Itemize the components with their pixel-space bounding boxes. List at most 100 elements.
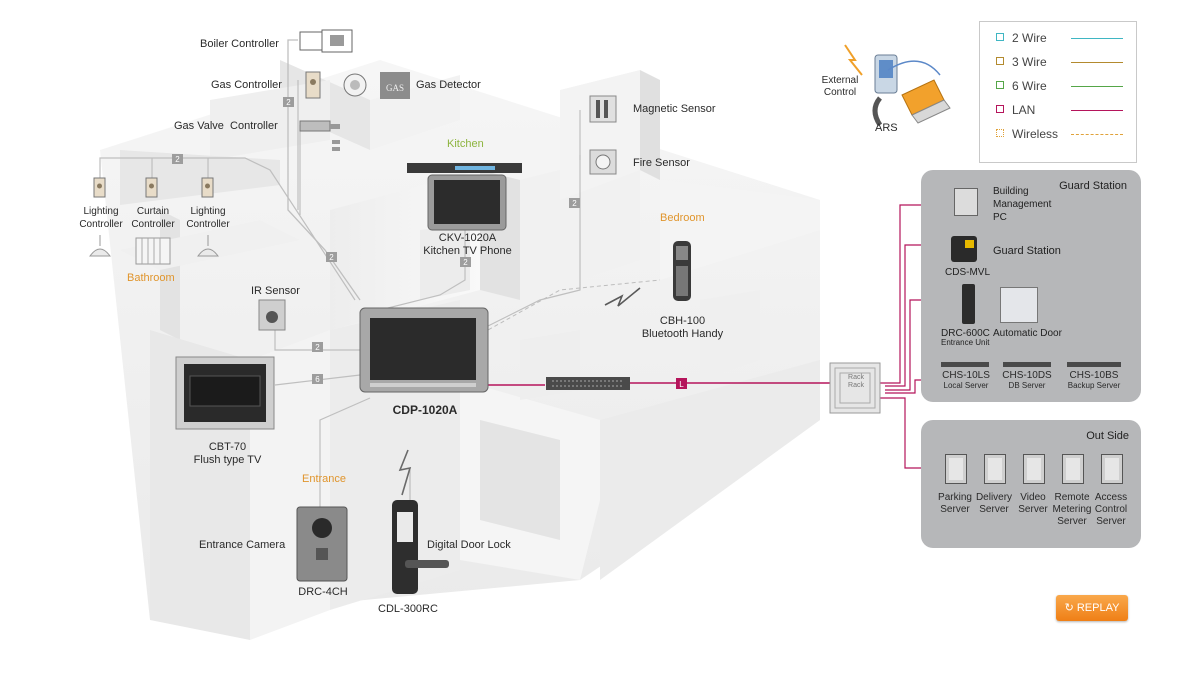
server-model: CHS-10DS [1002,370,1052,381]
legend-label: 2 Wire [1012,31,1047,45]
automatic-door-icon [1000,287,1038,323]
wire-badge-label: 2 [175,155,180,164]
replay-button[interactable]: ↻ REPLAY [1056,595,1128,621]
entrance-camera-model-label: DRC-4CH [298,586,348,598]
guard-server: CHS-10DS DB Server [1002,370,1052,390]
room-entrance-label: Entrance [302,473,347,485]
room-bathroom-label: Bathroom [127,272,175,284]
laptop-icon [901,79,951,124]
lan-badge [676,378,687,389]
wireless-bolt-icon [604,287,641,307]
main-unit-icon [359,307,489,393]
wire-badge-label: 2 [286,98,291,107]
ir-sensor-label: IR Sensor [251,285,300,297]
legend-line [1071,38,1123,39]
guard-server: CHS-10LS Local Server [941,370,991,390]
legend-line [1071,62,1123,63]
wireless-bolt-icon [398,449,412,496]
legend-label: 6 Wire [1012,79,1047,93]
wire-badge-label: 2 [329,253,334,262]
legend-swatch-icon [996,81,1004,89]
wire-badge [312,342,323,352]
bluetooth-handy-icon [673,241,691,301]
legend-item: LAN [996,103,1035,117]
server-tower-icon [984,454,1006,484]
gas-valve-controller-icon [299,120,340,151]
guard-station-title: Guard Station [1059,180,1127,192]
boiler-controller-icon [299,29,353,53]
entrance-unit-label: Entrance Unit [941,338,990,347]
legend-item: Wireless [996,127,1058,141]
replay-label: REPLAY [1076,602,1120,614]
entrance-camera-label: Entrance Camera [199,539,286,551]
legend-label: LAN [1012,103,1036,117]
replay-icon: ↻ [1064,602,1074,614]
magnetic-sensor-icon [589,95,617,123]
entrance-camera-icon [296,506,348,582]
server-model: CHS-10LS [942,370,990,381]
wire-badge-label: 2 [463,258,468,267]
server-tower-icon [1023,454,1045,484]
guard-station-phone-icon [951,236,977,262]
fire-sensor-label: Fire Sensor [633,157,690,169]
gas-detector-badge: GAS [386,83,404,93]
lan-badge-label: L [679,380,684,389]
gas-detector-icon [343,72,410,99]
legend-label: 3 Wire [1012,55,1047,69]
legend-item: 3 Wire [996,55,1047,69]
legend-swatch-icon [996,129,1004,137]
server-tower-icon [1062,454,1084,484]
server-tower-icon [1101,454,1123,484]
wire-badge [569,198,580,208]
building-pc-icon [954,188,978,216]
legend-line [1071,134,1123,135]
wire-badge [172,154,183,164]
ir-sensor-icon [258,299,286,331]
rack-icon [829,362,881,414]
wire-badge-label: 6 [315,375,320,384]
kitchen-tv-phone-icon [407,163,522,231]
room-bedroom-label: Bedroom [660,212,705,224]
curtain-controller-icon [145,177,158,198]
outside-title: Out Side [1086,430,1129,442]
magnetic-sensor-label: Magnetic Sensor [633,103,716,115]
lamp-icon [197,235,219,257]
guard-server: CHS-10BS Backup Server [1064,370,1124,390]
wire-badge [312,374,323,384]
legend-line [1071,86,1123,87]
lamp-icon [89,235,111,257]
server-desc: DB Server [1008,381,1046,390]
flush-tv-icon [175,356,275,430]
server-desc: Backup Server [1067,381,1121,390]
legend-swatch-icon [996,33,1004,41]
legend-swatch-icon [996,57,1004,65]
server-model: CHS-10BS [1069,370,1119,381]
guard-station-panel: Guard Station Building Management PC Gua… [921,170,1141,402]
wire-badge-label: 2 [315,343,320,352]
server-rack-row [941,362,1131,368]
floor-plan [100,60,820,640]
entrance-unit-icon [962,284,975,324]
legend-swatch-icon [996,105,1004,113]
external-pda-icon [874,54,898,94]
phone-handset-icon [872,96,883,127]
legend-line [1071,110,1123,111]
wire-badge-label: 2 [572,199,577,208]
building-pc-label: Building Management PC [993,186,1052,223]
room-kitchen-label: Kitchen [447,138,484,150]
network-switch-icon [546,377,630,390]
server-desc: Local Server [943,381,989,390]
guard-station-label: Guard Station [993,245,1061,257]
fire-sensor-icon [589,149,617,175]
